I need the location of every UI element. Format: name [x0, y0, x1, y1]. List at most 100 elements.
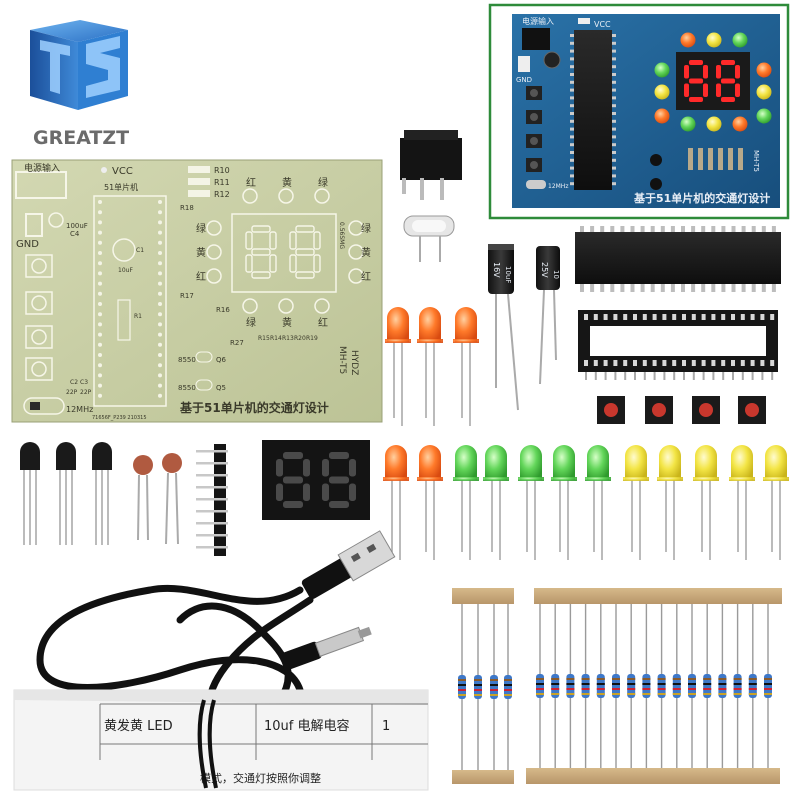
segment [283, 452, 303, 459]
resistor-band [703, 683, 712, 685]
bare-mcu-label: 51单片机 [104, 182, 138, 192]
bare-q6-type: 8550 [178, 356, 196, 364]
bare-cap-label: 100uF [66, 222, 88, 230]
tactile-button-cap [745, 403, 759, 417]
led-body [520, 445, 542, 480]
asm-board-title: 基于51单片机的交通灯设计 [633, 191, 770, 205]
bare-r19: R19 [306, 335, 318, 342]
resistor-band [718, 688, 727, 690]
socket-contact [740, 314, 745, 320]
segment [322, 483, 329, 501]
loose-digit-right [322, 452, 356, 508]
asm-digit-right [716, 60, 740, 102]
socket-pin [683, 372, 685, 380]
mcu-pin-pad [158, 251, 162, 255]
segment [716, 65, 721, 79]
orange-leds-top [385, 307, 479, 426]
resistor-band [703, 678, 712, 680]
resistor-band [672, 693, 681, 695]
resistor-band [627, 688, 636, 690]
resistor-band [718, 693, 727, 695]
segment [349, 459, 356, 477]
resistor-tape-small [452, 588, 514, 784]
pin-header-pin [196, 486, 228, 489]
socket-contact [770, 360, 775, 366]
led-footprint [348, 244, 364, 260]
resistor-band [733, 688, 742, 690]
asm-pin [612, 135, 616, 139]
chip-pin [670, 284, 675, 292]
chip-pin [681, 226, 685, 232]
segment [283, 501, 303, 508]
resistor-small [458, 604, 466, 770]
asm-pin [570, 65, 574, 69]
led-rim [483, 477, 509, 481]
tactile-button-cap [652, 403, 666, 417]
resistor-band [581, 683, 590, 685]
resistor-band [642, 683, 651, 685]
socket-contact [662, 314, 667, 320]
segment [721, 97, 735, 102]
mcu-pin-pad [98, 210, 102, 215]
led-body [765, 445, 787, 480]
resistor-band [672, 683, 681, 685]
led-rim [453, 477, 479, 481]
chip-pin [660, 226, 665, 232]
resistor-band [581, 678, 590, 680]
led-body [659, 445, 681, 480]
resistor-large [551, 604, 560, 768]
resistor-band [733, 693, 742, 695]
chip-pin [650, 226, 655, 232]
asm-crystal-label: 12MHz [548, 183, 568, 190]
mcu-pin-pad [98, 373, 102, 378]
chip-pin [711, 284, 716, 292]
led-rim [657, 477, 683, 481]
usb-plug [301, 530, 396, 599]
led-loose [453, 445, 479, 560]
resistor-band [657, 693, 666, 695]
mcu-pin-pad [98, 363, 102, 368]
socket-contact [740, 360, 745, 366]
asm-pin [612, 151, 616, 154]
logo-cube-icon [30, 20, 128, 110]
led-rim [417, 339, 443, 343]
socket-contact [770, 314, 775, 320]
resistor-band [612, 693, 620, 695]
socket-contact [623, 360, 628, 366]
socket-contact [711, 360, 716, 366]
asm-led [654, 108, 670, 124]
mcu-pin-pad [158, 393, 162, 398]
led-body [419, 307, 441, 342]
mcu-pin-pad [158, 322, 162, 327]
bare-mcu-pins [98, 200, 162, 398]
pin-header-pin [196, 534, 228, 537]
socket-contact [701, 314, 706, 320]
asm-pin [570, 96, 574, 100]
socket-contact [652, 314, 657, 320]
asm-pin [612, 65, 616, 69]
asm-vcc-label: VCC [594, 20, 611, 29]
mcu-pin-pad [158, 261, 162, 266]
socket-contact [711, 314, 716, 320]
mcu-pin-pad [98, 281, 102, 286]
resistor-band [764, 688, 772, 690]
asm-pin [612, 112, 616, 115]
mcu-pin-pad [98, 383, 102, 388]
asm-resistor [708, 148, 713, 170]
resistor-band [566, 683, 575, 685]
resistor-band [657, 678, 666, 680]
pin-header-pin [196, 498, 228, 501]
bare-cap-c2: C2 [70, 379, 78, 386]
led-footprint [348, 268, 364, 284]
chip-pin [590, 226, 595, 232]
bare-label-yellow-bottom: 黄 [282, 316, 292, 329]
asm-pin [570, 143, 574, 147]
transistor-body [20, 442, 40, 470]
asm-pin [612, 49, 616, 53]
resistor-large [627, 604, 636, 768]
resistor-band [764, 678, 772, 680]
pin-header-pin [196, 462, 228, 465]
socket-contact [584, 314, 588, 320]
bare-r18: R18 [180, 204, 194, 212]
tactile-button [597, 396, 625, 424]
